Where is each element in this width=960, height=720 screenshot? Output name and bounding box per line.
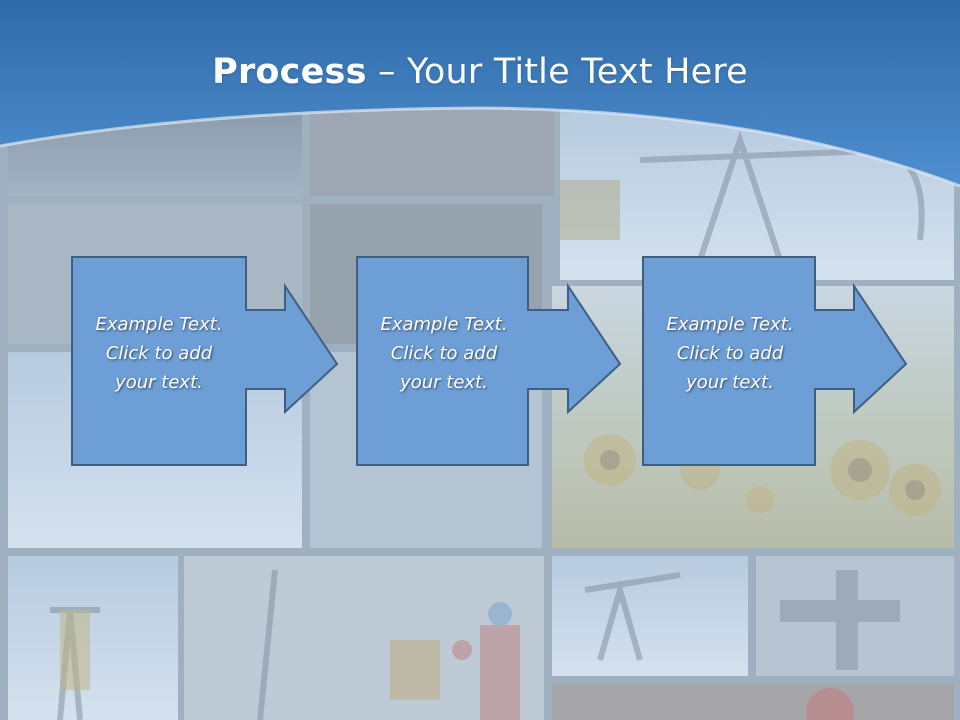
- step-text[interactable]: Example Text. Click to add your text.: [71, 310, 247, 397]
- process-step-1[interactable]: Example Text. Click to add your text.: [71, 256, 339, 466]
- step-line: Click to add: [390, 343, 498, 364]
- slide-title[interactable]: Process – Your Title Text Here: [0, 52, 960, 92]
- step-arrow-shape: [642, 256, 908, 466]
- step-line: Example Text.: [666, 314, 794, 335]
- title-rest: – Your Title Text Here: [366, 52, 748, 92]
- step-arrow-shape: [356, 256, 622, 466]
- step-line: Click to add: [676, 343, 784, 364]
- step-line: Click to add: [105, 343, 213, 364]
- process-step-2[interactable]: Example Text. Click to add your text.: [356, 256, 622, 466]
- process-step-3[interactable]: Example Text. Click to add your text.: [642, 256, 908, 466]
- step-line: Example Text.: [95, 314, 223, 335]
- step-line: your text.: [686, 372, 774, 393]
- step-text[interactable]: Example Text. Click to add your text.: [642, 310, 818, 397]
- step-line: Example Text.: [380, 314, 508, 335]
- step-arrow-shape: [71, 256, 339, 466]
- title-bold: Process: [212, 52, 367, 92]
- step-line: your text.: [400, 372, 488, 393]
- step-line: your text.: [115, 372, 203, 393]
- title-header-band: Process – Your Title Text Here: [0, 0, 960, 200]
- step-text[interactable]: Example Text. Click to add your text.: [356, 310, 532, 397]
